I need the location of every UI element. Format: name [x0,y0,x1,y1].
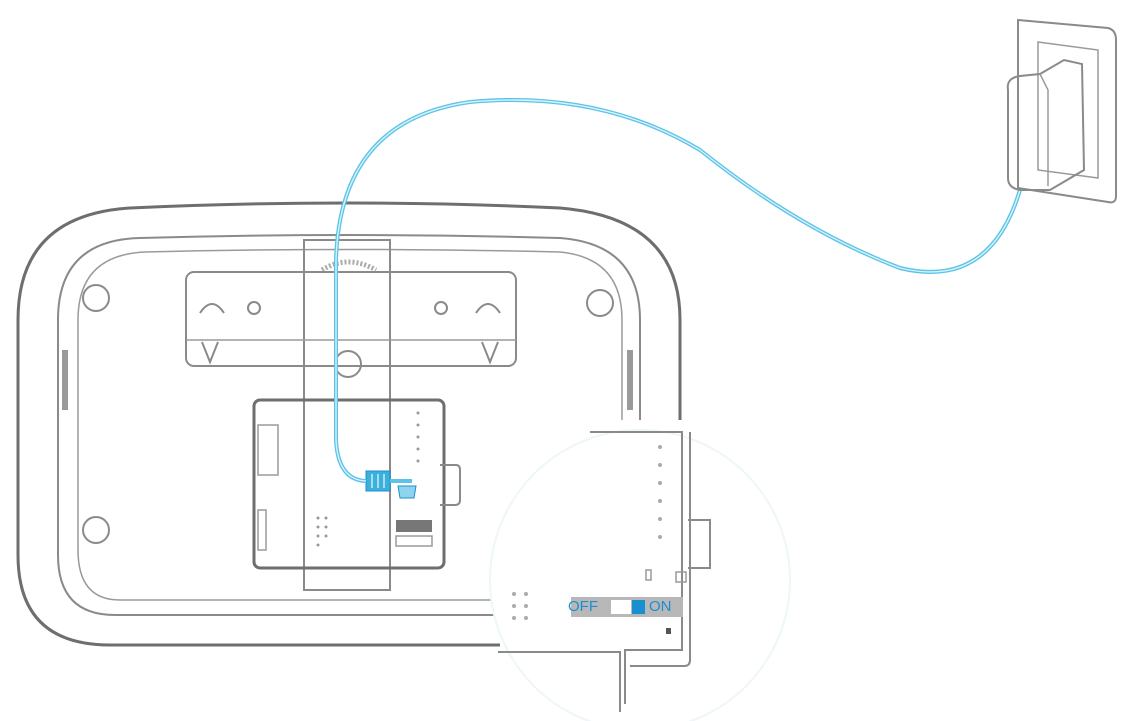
screw-hole-tl [82,284,110,312]
device-inner-rim-2 [77,248,623,601]
power-switch-off-zone [611,600,631,614]
led-dots [316,411,420,547]
inset-leds [512,445,662,620]
bracket-hole-right [434,301,448,315]
keyhole-right-icon [475,303,501,314]
dc-connector [397,485,417,499]
device-inner-rim [57,234,641,616]
keyhole-left-icon [199,303,225,314]
bracket-center-hole [334,350,362,378]
inset-board-outline [498,431,683,712]
device-outer-shell [16,201,682,647]
screw-hole-tr [586,289,614,317]
switch-off-label: OFF [568,598,598,615]
small-switch [396,520,432,532]
inset-circle [489,429,791,721]
switch-on-label: ON [649,598,672,615]
mount-bracket [185,271,517,367]
screw-hole-bl [82,516,110,544]
speaker-grille [320,259,378,273]
power-adapter [1006,58,1086,191]
bracket-hook-left [201,341,219,365]
right-grip [627,350,633,410]
port-compartment [252,398,446,570]
bracket-spine [303,239,391,591]
left-grip [62,350,68,410]
bracket-hole-left [247,301,261,315]
power-switch-knob[interactable] [632,600,645,614]
wall-plate [1017,18,1117,204]
bracket-hook-right [481,341,499,365]
